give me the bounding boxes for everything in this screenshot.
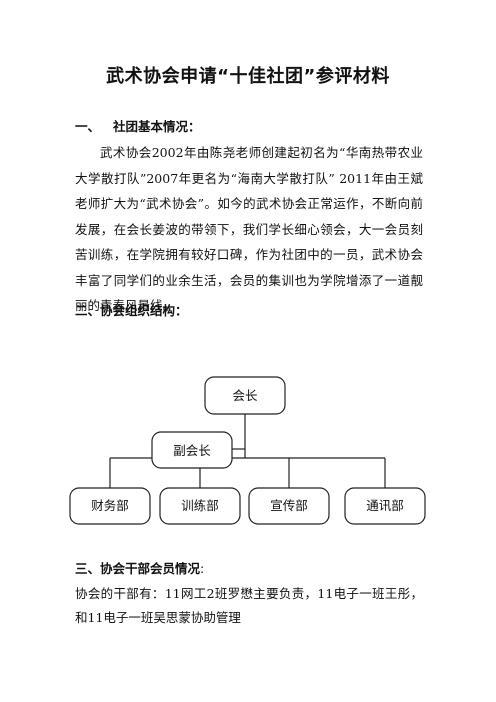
org-node-dept-publicity: 宣传部: [248, 487, 330, 525]
section-label-tail: :: [200, 561, 205, 576]
section-number: 一、: [75, 119, 101, 134]
org-node-president: 会长: [204, 376, 286, 415]
org-node-label: 会长: [232, 388, 258, 403]
section-heading-basic-info: 一、社团基本情况：: [75, 116, 201, 135]
org-node-label: 宣传部: [270, 498, 308, 513]
org-node-label: 副会长: [173, 443, 211, 458]
org-node-vice-president: 副会长: [151, 431, 233, 469]
section-heading-org-structure: 二、协会组织结构：: [75, 303, 188, 318]
document-title: 武术协会申请“十佳社团”参评材料: [106, 66, 390, 87]
org-node-dept-communication: 通讯部: [344, 487, 426, 525]
org-node-dept-training: 训练部: [159, 487, 241, 525]
org-node-label: 训练部: [181, 498, 219, 513]
section-heading-officers: 三、协会干部会员情况:: [75, 558, 204, 577]
org-node-label: 通讯部: [366, 498, 404, 513]
basic-info-paragraph: 武术协会2002年由陈尧老师创建起初名为“华南热带农业大学散打队”2007年更名…: [75, 145, 423, 313]
officers-paragraph: 协会的干部有：11网工2班罗懋主要负责，11电子一班王彤，和11电子一班吴思蒙协…: [75, 586, 423, 625]
org-node-dept-finance: 财务部: [69, 487, 151, 525]
org-node-label: 财务部: [91, 498, 129, 513]
section-label: 社团基本情况：: [113, 119, 201, 134]
section-label: 三、协会干部会员情况: [75, 561, 201, 576]
